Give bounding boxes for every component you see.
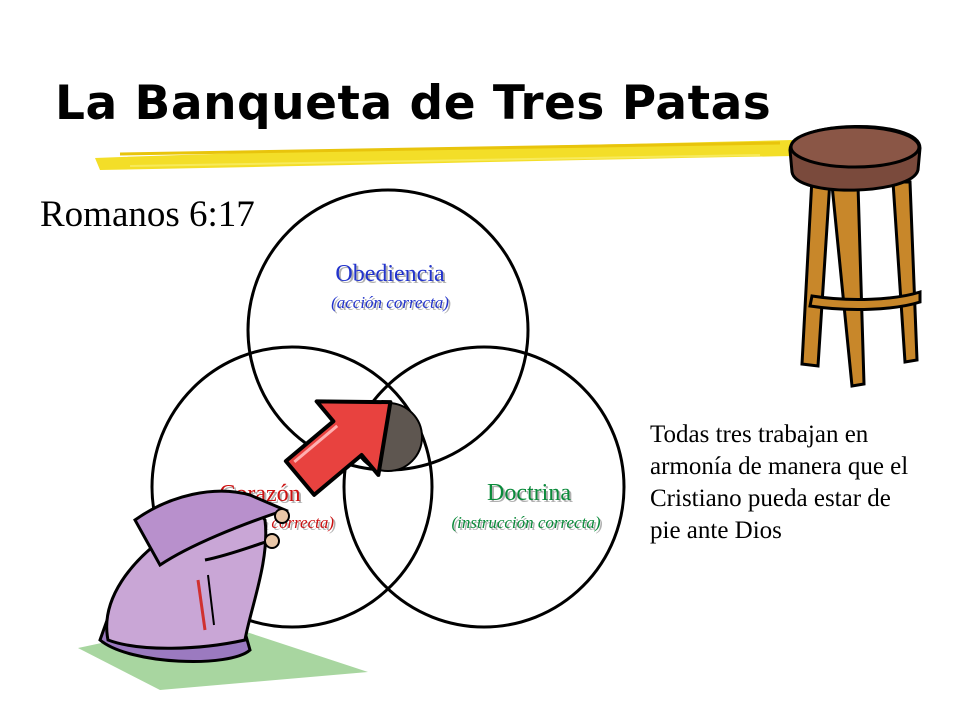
label-shadow: Doctrina [489, 482, 573, 508]
label-shadow: (acción correcta) [333, 295, 451, 314]
venn-circle-corazon [150, 345, 434, 629]
venn-circle-doctrina [342, 345, 626, 629]
slide-title: La Banqueta de Tres Patas [55, 76, 772, 131]
sublabel-obediencia: (acción correcta) [331, 293, 449, 312]
description-text: Todas tres trabajan en armonía de manera… [650, 421, 909, 544]
sublabel-doctrina: (instrucción correcta) [451, 513, 600, 532]
scripture-reference: Romanos 6:17 [40, 194, 255, 235]
label-obediencia: Obediencia [335, 261, 445, 287]
label-shadow: Obediencia [337, 263, 447, 289]
label-shadow: (instrucción correcta) [453, 515, 602, 534]
label-doctrina: Doctrina [487, 480, 571, 506]
